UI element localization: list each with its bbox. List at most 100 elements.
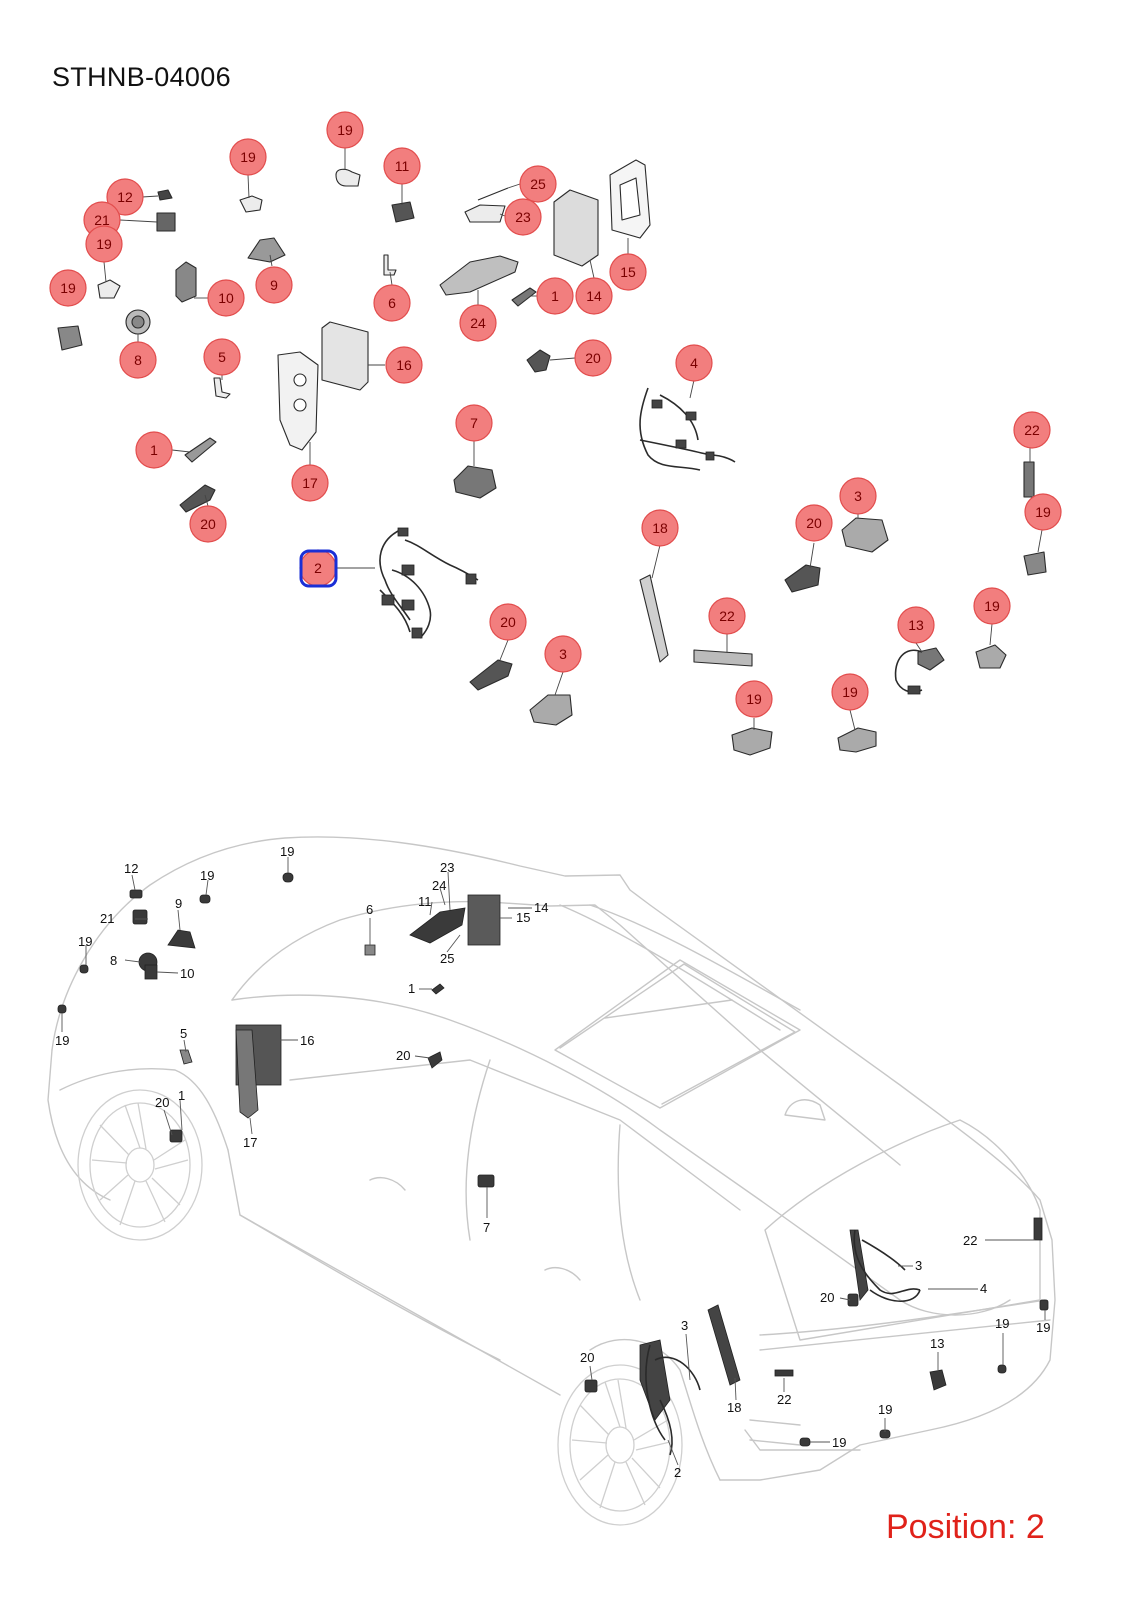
callout-bubble[interactable]: 20: [574, 339, 612, 377]
car-label: 20: [396, 1048, 410, 1063]
callout-bubble[interactable]: 20: [189, 505, 227, 543]
callout-bubble[interactable]: 22: [1013, 411, 1051, 449]
callout-bubble[interactable]: 15: [609, 253, 647, 291]
car-label: 18: [727, 1400, 741, 1415]
callout-number: 24: [470, 315, 486, 331]
installed-components: [57, 872, 1049, 1447]
callout-bubble[interactable]: 7: [455, 404, 493, 442]
car-label: 24: [432, 878, 446, 893]
callout-number: 10: [218, 290, 234, 306]
callout-bubble[interactable]: 3: [839, 477, 877, 515]
position-caption: Position: 2: [886, 1508, 1045, 1546]
car-label: 1: [408, 981, 415, 996]
callout-bubble[interactable]: 16: [385, 346, 423, 384]
front-wheel: [77, 1089, 203, 1241]
car-label: 5: [180, 1026, 187, 1041]
diagram-code: STHNB-04006: [52, 62, 231, 92]
callout-number: 20: [806, 515, 822, 531]
car-label: 20: [155, 1095, 169, 1110]
callout-number: 19: [60, 280, 76, 296]
callout-number: 19: [337, 122, 353, 138]
car-label: 19: [55, 1033, 69, 1048]
callout-bubble-selected[interactable]: 2: [299, 549, 338, 588]
callout-bubble[interactable]: 13: [897, 606, 935, 644]
callout-bubble[interactable]: 19: [326, 111, 364, 149]
callout-bubble[interactable]: 6: [373, 284, 411, 322]
callout-number: 21: [94, 212, 110, 228]
callout-bubble[interactable]: 25: [519, 165, 557, 203]
callout-number: 4: [690, 355, 698, 371]
callout-bubble[interactable]: 5: [203, 338, 241, 376]
car-label: 16: [300, 1033, 314, 1048]
callout-number: 16: [396, 357, 412, 373]
car-label: 19: [78, 934, 92, 949]
callout-number: 3: [559, 646, 567, 662]
callout-bubble[interactable]: 24: [459, 304, 497, 342]
vehicle-outline: [47, 836, 1056, 1481]
car-label: 3: [681, 1318, 688, 1333]
callout-bubble[interactable]: 20: [489, 603, 527, 641]
car-label: 7: [483, 1220, 490, 1235]
car-label: 6: [366, 902, 373, 917]
car-label: 22: [963, 1233, 977, 1248]
callout-bubble[interactable]: 22: [708, 597, 746, 635]
callout-number: 19: [984, 598, 1000, 614]
callout-number: 19: [746, 691, 762, 707]
callout-number: 17: [302, 475, 318, 491]
callout-number: 20: [500, 614, 516, 630]
callout-bubble[interactable]: 18: [641, 509, 679, 547]
car-label: 12: [124, 861, 138, 876]
car-label: 11: [418, 894, 432, 909]
car-leader-lines: [61, 857, 1046, 1466]
callout-bubble[interactable]: 1: [135, 431, 173, 469]
callout-bubble[interactable]: 17: [291, 464, 329, 502]
callout-bubble[interactable]: 14: [575, 277, 613, 315]
callout-bubble[interactable]: 19: [229, 138, 267, 176]
car-label: 22: [777, 1392, 791, 1407]
car-label: 8: [110, 953, 117, 968]
callout-bubble[interactable]: 20: [795, 504, 833, 542]
callout-number: 7: [470, 415, 478, 431]
callout-number: 5: [218, 349, 226, 365]
car-label: 20: [580, 1350, 594, 1365]
car-label: 3: [915, 1258, 922, 1273]
callout-number: 19: [1035, 504, 1051, 520]
callout-bubble[interactable]: 4: [675, 344, 713, 382]
car-label-layer: 19 12 19 23 24 9 11 14 15 21 6 19 8 10 2…: [55, 844, 1050, 1480]
callout-bubble[interactable]: 10: [207, 279, 245, 317]
callout-bubble[interactable]: 19: [49, 269, 87, 307]
callout-number: 9: [270, 277, 278, 293]
car-label: 19: [280, 844, 294, 859]
callout-bubble[interactable]: 1: [536, 277, 574, 315]
callout-bubble[interactable]: 19: [85, 225, 123, 263]
harness-connectors: [381, 399, 921, 695]
callout-number: 22: [1024, 422, 1040, 438]
callout-bubble[interactable]: 12: [106, 178, 144, 216]
car-label: 13: [930, 1336, 944, 1351]
car-label: 1: [178, 1088, 185, 1103]
callout-number: 23: [515, 209, 531, 225]
callout-number: 13: [908, 617, 924, 633]
callout-bubble[interactable]: 19: [973, 587, 1011, 625]
callout-bubble[interactable]: 8: [119, 341, 157, 379]
callout-number: 2: [314, 560, 322, 576]
callout-layer: 19 19 11 25 12 23 21 19 15 9 19 14 10 6 …: [49, 111, 1062, 718]
callout-number: 3: [854, 488, 862, 504]
callout-bubble[interactable]: 3: [544, 635, 582, 673]
car-label: 23: [440, 860, 454, 875]
callout-bubble[interactable]: 19: [735, 680, 773, 718]
callout-number: 6: [388, 295, 396, 311]
callout-number: 14: [586, 288, 602, 304]
callout-number: 12: [117, 189, 133, 205]
callout-bubble[interactable]: 11: [383, 147, 421, 185]
car-label: 17: [243, 1135, 257, 1150]
callout-bubble[interactable]: 9: [255, 266, 293, 304]
callout-number: 20: [200, 516, 216, 532]
callout-bubble[interactable]: 19: [831, 673, 869, 711]
callout-bubble[interactable]: 23: [504, 198, 542, 236]
car-label: 19: [878, 1402, 892, 1417]
callout-number: 8: [134, 352, 142, 368]
callout-bubble[interactable]: 19: [1024, 493, 1062, 531]
car-label: 19: [200, 868, 214, 883]
